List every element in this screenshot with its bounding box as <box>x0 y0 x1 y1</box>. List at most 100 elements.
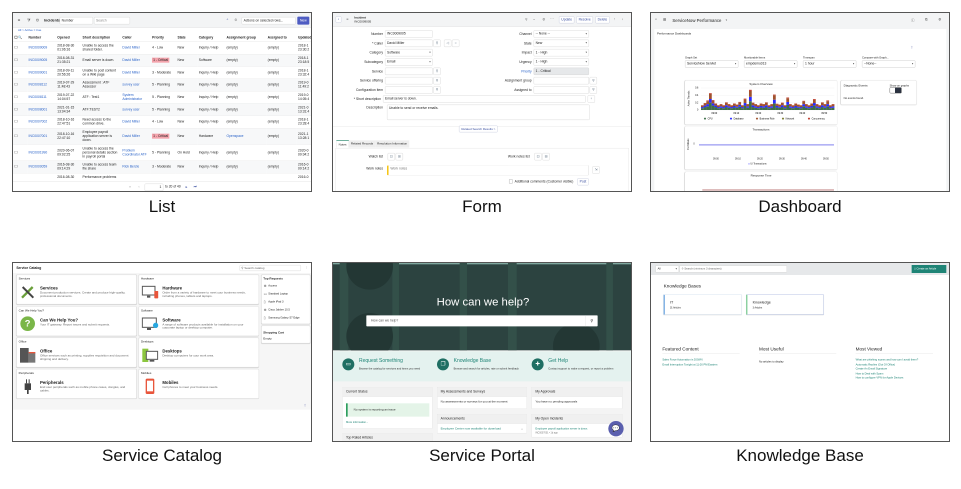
edit-icon[interactable]: ⇧ <box>303 403 307 408</box>
field-input[interactable]: 1 - High▾ <box>533 58 589 66</box>
table-cell[interactable] <box>121 172 151 182</box>
lightbulb-icon[interactable]: ♀ <box>587 95 595 103</box>
info-icon[interactable]: ⓘ <box>910 18 915 23</box>
breadcrumb[interactable]: All > Active = true <box>17 28 42 32</box>
dashboard-settings-icon[interactable]: ⚙ <box>938 17 942 22</box>
attachment-icon[interactable]: ⚲ <box>524 17 528 22</box>
table-cell[interactable]: INC0008001 <box>27 103 56 116</box>
incident-link[interactable]: Employee payroll application server is d… <box>535 426 588 430</box>
caller-details-icon[interactable]: ○ <box>451 39 460 47</box>
short-description-input[interactable]: Email server is down. <box>382 95 586 103</box>
filter-icon[interactable]: ⧩ <box>26 17 31 23</box>
row-checkbox[interactable]: ☐ <box>13 90 28 104</box>
dashboard-menu-icon[interactable]: ▦ <box>662 17 667 22</box>
list-search-input[interactable]: Search <box>93 16 130 25</box>
field-input[interactable]: INC0009005 <box>384 30 433 38</box>
table-cell[interactable]: INC0008111 <box>27 90 56 104</box>
row-checkbox[interactable]: ☐ <box>13 103 28 116</box>
transactions-legend[interactable]: ● UI Transactions <box>748 163 766 165</box>
kb-card-it[interactable]: IT 31 Articles <box>663 294 742 315</box>
kb-article-link[interactable]: Automatic Replies (Out Of Office) <box>855 362 896 366</box>
top-request-item[interactable]: ⊕Access <box>264 284 277 288</box>
work-notes-list-lock-icon[interactable]: ⊡ <box>534 152 542 161</box>
portal-search-input[interactable]: How can we help? ⚲ <box>366 315 598 327</box>
description-textarea[interactable]: Unable to send or receive emails. <box>386 104 590 120</box>
table-cell[interactable]: Problem Coordinator ATF <box>121 144 151 161</box>
row-checkbox[interactable]: ☐ <box>13 115 28 129</box>
dashboard-title[interactable]: ServiceNow Performance <box>672 17 722 23</box>
kb-scope-select[interactable]: All▾ <box>655 265 679 273</box>
field-input[interactable] <box>533 86 589 94</box>
selector-dropdown[interactable]: 1 hour▾ <box>802 60 857 68</box>
update-button[interactable]: Update <box>558 16 575 24</box>
row-checkbox[interactable]: ☐ <box>13 127 28 145</box>
table-cell[interactable]: David Miller <box>121 115 151 129</box>
field-input[interactable]: Software▾ <box>384 48 433 57</box>
column-header[interactable]: Category <box>197 33 226 42</box>
field-label[interactable]: Priority <box>521 69 532 74</box>
kb-article-link[interactable]: How to Deal with Spam <box>855 371 884 375</box>
activity-icon[interactable]: ⌁ <box>532 17 536 22</box>
collapse-icon[interactable]: « <box>654 17 657 22</box>
field-input[interactable]: New▾ <box>533 39 589 47</box>
work-notes-input[interactable]: Work notes <box>386 165 589 176</box>
lookup-search-icon[interactable]: ⚲ <box>433 76 441 85</box>
table-cell[interactable]: INC0007002 <box>27 115 56 129</box>
field-input[interactable] <box>384 86 433 94</box>
additional-comments-checkbox[interactable]: Additional comments (Customer visible) <box>508 179 573 184</box>
catalog-search-input[interactable]: ⚲ Search catalog <box>239 264 301 271</box>
column-header[interactable]: Opened <box>55 33 82 42</box>
menu-icon[interactable]: ≡ <box>346 17 349 22</box>
share-icon[interactable]: ⧉ <box>924 17 928 22</box>
menu-icon[interactable]: ≡ <box>17 17 21 23</box>
field-input[interactable]: -- None --▾ <box>533 30 589 38</box>
up-arrow-icon[interactable]: ↑ <box>613 16 616 21</box>
table-cell[interactable]: INC0009001 <box>27 66 56 79</box>
chat-button[interactable]: 💬 <box>608 420 624 437</box>
tab-related-records[interactable]: Related Records <box>348 140 376 148</box>
kb-article-link[interactable]: Sales Force Automation is DOWN <box>662 358 703 362</box>
selector-dropdown[interactable]: ServiceNow Servlet▾ <box>684 60 739 68</box>
chevron-down-icon[interactable]: ⌄ <box>520 426 524 431</box>
announcement-link[interactable]: Employee Center now available for downlo… <box>437 424 526 434</box>
down-arrow-icon[interactable]: ↓ <box>621 16 624 21</box>
next-page-icon[interactable]: ▸ <box>185 184 188 189</box>
resolve-button[interactable]: Resolve <box>576 16 594 24</box>
table-cell[interactable]: INC0009005 <box>27 53 56 67</box>
column-header[interactable]: Short description <box>81 33 122 42</box>
table-cell[interactable]: Openspace <box>225 127 267 145</box>
more-info-link[interactable]: More information... <box>345 420 369 424</box>
new-button[interactable]: New <box>297 16 310 25</box>
top-request-item[interactable]: ▯Samsung Galaxy S7 Edge <box>264 316 300 320</box>
table-cell[interactable]: INC0007001 <box>27 127 56 145</box>
expand-icon[interactable]: ⇲ <box>592 166 600 174</box>
row-checkbox[interactable]: ☐ <box>13 41 28 55</box>
column-header[interactable]: Number <box>27 33 56 42</box>
last-page-icon[interactable]: ⏭ <box>193 184 197 189</box>
caller-info-icon[interactable]: ◁ <box>443 39 452 47</box>
lookup-search-icon[interactable]: ⚲ <box>433 39 441 47</box>
page-input[interactable]: 1 <box>144 183 164 191</box>
row-checkbox[interactable]: ☐ <box>13 66 28 79</box>
table-cell[interactable]: Rick Berzle <box>121 160 151 174</box>
column-header[interactable]: Assignment group <box>225 33 267 42</box>
lookup-search-icon[interactable]: ⚲ <box>433 67 441 75</box>
top-request-item[interactable]: ▭Standard Laptop <box>264 292 288 296</box>
kb-article-link[interactable]: How to configure VPN for Apple Devices <box>855 376 904 380</box>
top-request-item[interactable]: ⊕Cisco Jabber 10.5 <box>264 308 290 312</box>
row-checkbox[interactable]: ☐ <box>13 144 28 161</box>
show-on-graphs-toggle[interactable] <box>889 87 902 94</box>
field-input[interactable] <box>533 76 589 85</box>
table-cell[interactable]: INC0001990 <box>27 144 56 161</box>
select-all-checkbox[interactable]: ☐ 🔍 <box>13 33 28 42</box>
